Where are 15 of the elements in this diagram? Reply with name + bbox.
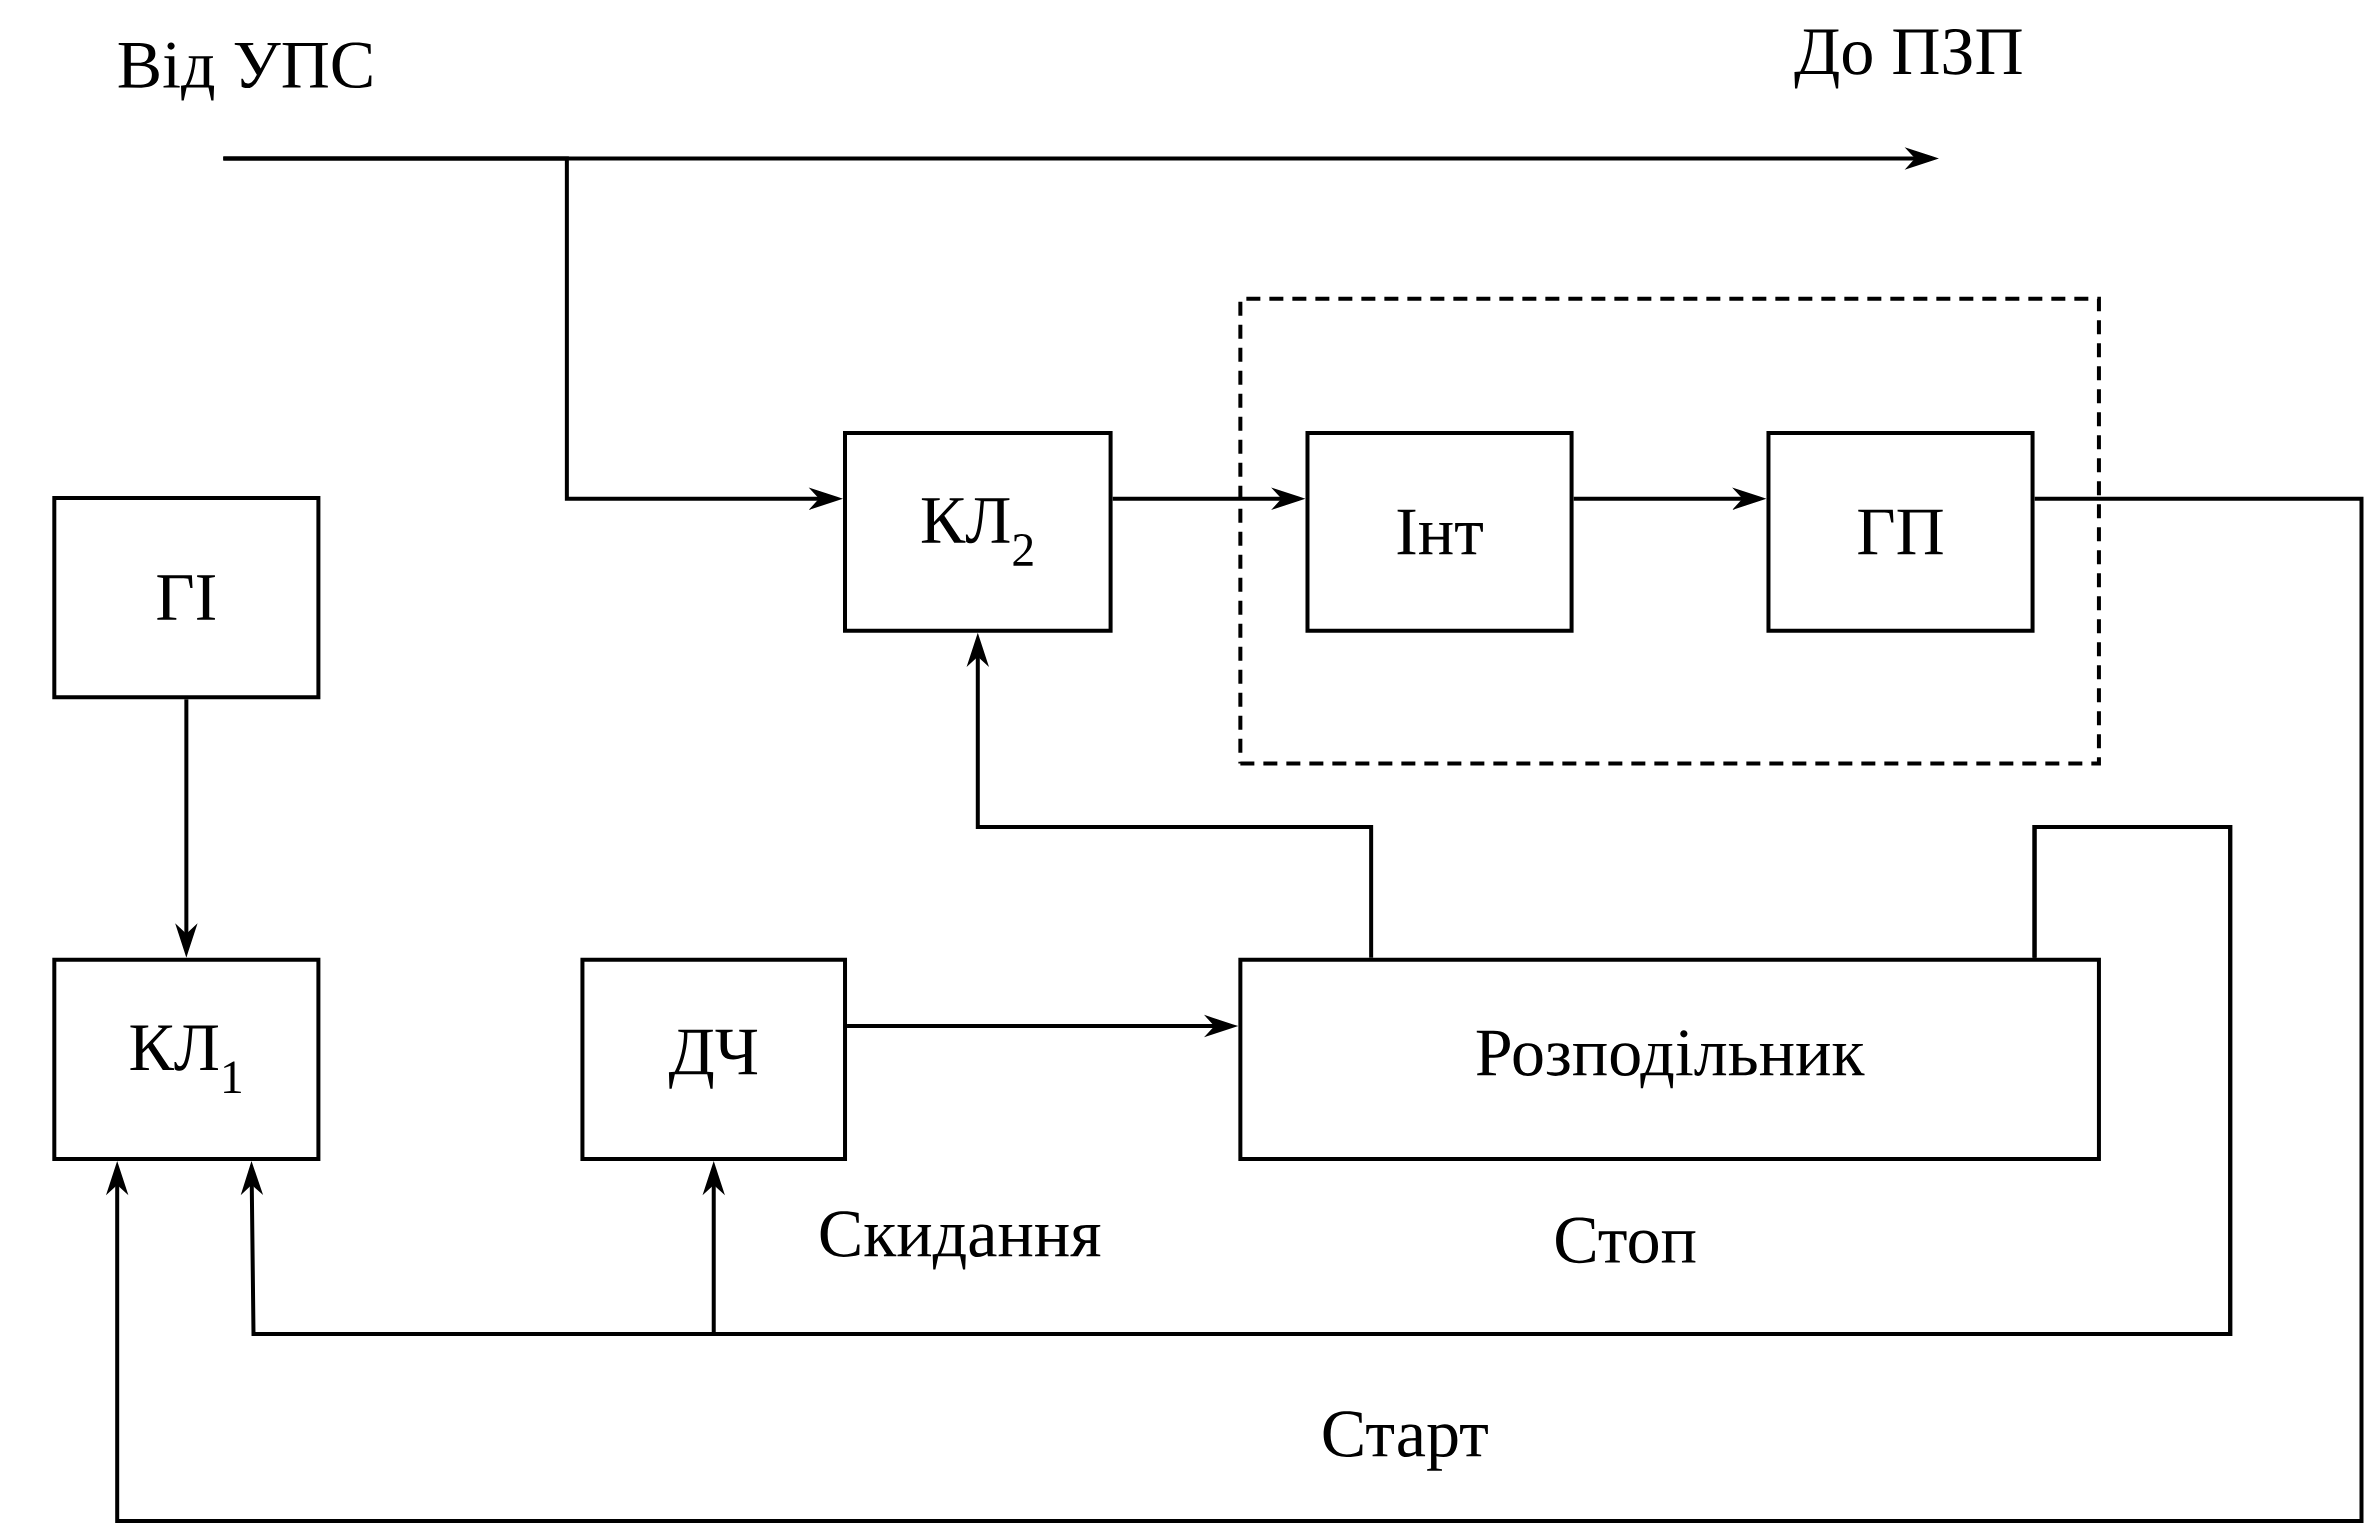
dashed-frame xyxy=(1238,296,2101,766)
arrow xyxy=(240,824,2233,1336)
edge-label: Старт xyxy=(1323,1411,1488,1471)
signal-label: Від УПС xyxy=(118,42,372,101)
block-box: Розподільник xyxy=(1238,957,2101,1161)
block-box: КЛ$_{1}$ xyxy=(52,957,321,1161)
block-box: ГІ xyxy=(52,495,321,700)
edge-label: Стоп xyxy=(1556,1217,1696,1264)
block-box: ГП xyxy=(1766,431,2035,633)
block-box: Інт xyxy=(1305,431,1574,633)
arrow xyxy=(106,496,2364,1523)
signal-label: До ПЗП xyxy=(1794,29,2022,89)
block-box: КЛ$_{2}$ xyxy=(843,431,1113,633)
edge-label: Скидання xyxy=(820,1211,1101,1270)
block-box: ДЧ xyxy=(580,957,847,1161)
